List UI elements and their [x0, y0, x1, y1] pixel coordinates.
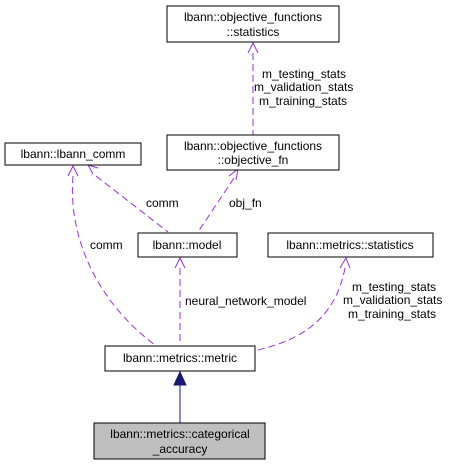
edge-model-metric [174, 256, 186, 345]
edge-label-comm-model: comm [146, 196, 179, 210]
edge-label-model-metric: neural_network_model [185, 294, 306, 308]
edge-label-mstats-metric-testing: m_testing_stats [352, 280, 436, 294]
node-label-line1: lbann::objective_functions [184, 10, 322, 24]
node-label-line2: _accuracy [152, 442, 208, 456]
node-label: lbann::metrics::metric [123, 351, 237, 365]
node-label: lbann::metrics::statistics [286, 238, 413, 252]
node-metric[interactable]: lbann::metrics::metric [104, 345, 256, 372]
node-label: lbann::lbann_comm [21, 147, 126, 161]
edge-label-stats-objfn-testing: m_testing_stats [262, 67, 346, 81]
edge-label-comm-metric: comm [90, 238, 123, 252]
node-label-line1: lbann::metrics::categorical [110, 427, 249, 441]
node-label: lbann::model [153, 238, 222, 252]
edge-metrics-statistics-metric [257, 256, 351, 351]
edge-label-mstats-metric-training: m_training_stats [348, 307, 436, 321]
edge-label-stats-objfn-training: m_training_stats [259, 94, 347, 108]
node-label-line1: lbann::objective_functions [184, 139, 322, 153]
edge-label-objfn-model: obj_fn [229, 196, 262, 210]
edge-label-stats-objfn-validation: m_validation_stats [254, 80, 353, 94]
node-categorical-accuracy[interactable]: lbann::metrics::categorical _accuracy [93, 422, 266, 460]
edge-inheritance-categorical-metric [173, 370, 187, 423]
node-objective-fn[interactable]: lbann::objective_functions ::objective_f… [166, 134, 340, 171]
node-lbann-comm[interactable]: lbann::lbann_comm [4, 142, 142, 166]
node-objective-functions-statistics[interactable]: lbann::objective_functions ::statistics [166, 5, 340, 43]
node-metrics-statistics[interactable]: lbann::metrics::statistics [267, 232, 434, 258]
edge-statistics-objective-fn [247, 41, 259, 135]
node-model[interactable]: lbann::model [137, 232, 238, 258]
node-label-line2: ::objective_fn [218, 153, 289, 167]
edge-comm-metric [67, 164, 156, 346]
node-label-line2: ::statistics [227, 25, 280, 39]
edge-label-mstats-metric-validation: m_validation_stats [343, 293, 442, 307]
